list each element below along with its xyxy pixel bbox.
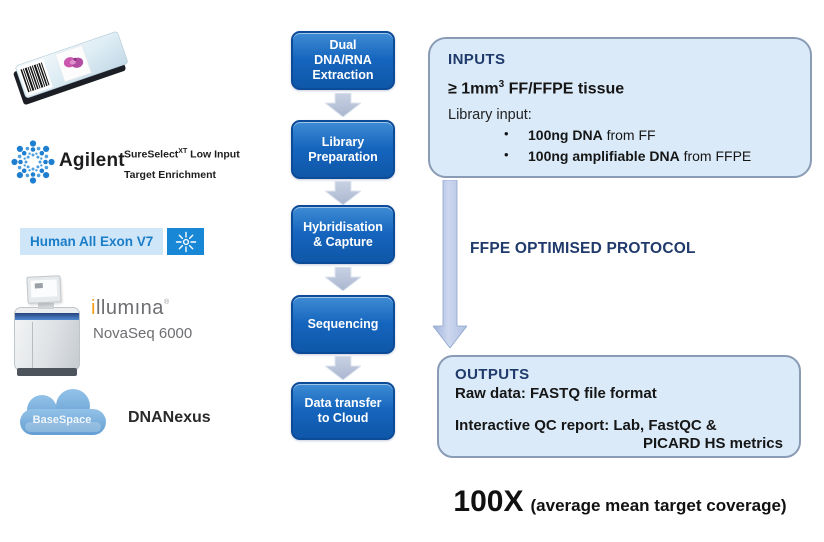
agilent-mini-starburst-icon [167,228,204,255]
outputs-qc-line-2: PICARD HS metrics [642,435,783,452]
flow-step-label: Dual DNA/RNA Extraction [312,38,374,82]
dnanexus-label: DNANexus [128,409,211,426]
inputs-title: INPUTS [448,51,506,68]
target-enrichment-line: Target Enrichment [124,168,216,181]
sureselect-line: SureSelectXT Low Input [124,148,240,161]
flow-arrow-down-icon [325,93,361,117]
illumina-model: NovaSeq 6000 [93,325,193,342]
sequencer-body [14,307,80,371]
agilent-brand: Agilent [59,150,125,171]
flow-step-data-transfer: Data transfer to Cloud [291,382,395,440]
coverage-note: (average mean target coverage) [530,496,787,515]
sequencer-base [17,368,77,376]
flow-step-extraction: Dual DNA/RNA Extraction [291,31,395,90]
list-item: • 100ng DNA from FF [504,126,656,144]
inputs-tissue-line: ≥ 1mm3 FF/FFPE tissue [448,79,625,98]
tissue-slide-icon [13,31,128,105]
coverage-footer: 100X (average mean target coverage) [428,485,812,519]
bullet-icon: • [504,146,509,162]
outputs-qc-line-1: Interactive QC report: Lab, FastQC & [455,417,717,434]
exon-kit-banner: Human All Exon V7 [20,228,204,255]
sequencer-monitor [26,275,62,304]
flow-arrow-down-icon [325,356,361,380]
inputs-bullet-list: • 100ng DNA from FF • 100ng amplifiable … [504,126,794,164]
inputs-library-label: Library input: [448,107,532,124]
flow-step-sequencing: Sequencing [291,295,395,354]
registered-mark: ® [163,299,170,306]
flow-step-label: Hybridisation & Capture [303,219,383,249]
basespace-cloud-icon: BaseSpace [20,389,106,435]
coverage-value: 100X [453,485,524,518]
flow-step-hybridisation: Hybridisation & Capture [291,205,395,264]
bullet-icon: • [504,126,509,142]
protocol-arrow-down-icon [433,180,467,348]
sequencer-blue-band [15,313,79,320]
basespace-label: BaseSpace [33,414,92,426]
agilent-product-name: SureSelectXT Low Input Target Enrichment [124,145,240,182]
flow-step-label: Library Preparation [308,134,378,164]
flow-arrow-down-icon [325,181,361,205]
illumina-logo: illumına® [91,297,170,319]
flow-step-library-prep: Library Preparation [291,120,395,179]
flow-step-label: Data transfer to Cloud [304,396,382,425]
outputs-raw-data-line: Raw data: FASTQ file format [455,385,657,402]
protocol-label: FFPE OPTIMISED PROTOCOL [470,240,696,257]
novaseq-instrument-icon [14,274,82,380]
agilent-starburst-icon [11,140,55,184]
exon-kit-label: Human All Exon V7 [20,228,163,255]
outputs-panel: OUTPUTS Raw data: FASTQ file format Inte… [437,355,801,458]
flow-step-label: Sequencing [307,317,379,332]
list-item: • 100ng amplifiable DNA from FFPE [504,146,752,164]
outputs-title: OUTPUTS [455,366,530,383]
inputs-panel: INPUTS ≥ 1mm3 FF/FFPE tissue Library inp… [428,37,812,178]
flow-arrow-down-icon [325,267,361,291]
